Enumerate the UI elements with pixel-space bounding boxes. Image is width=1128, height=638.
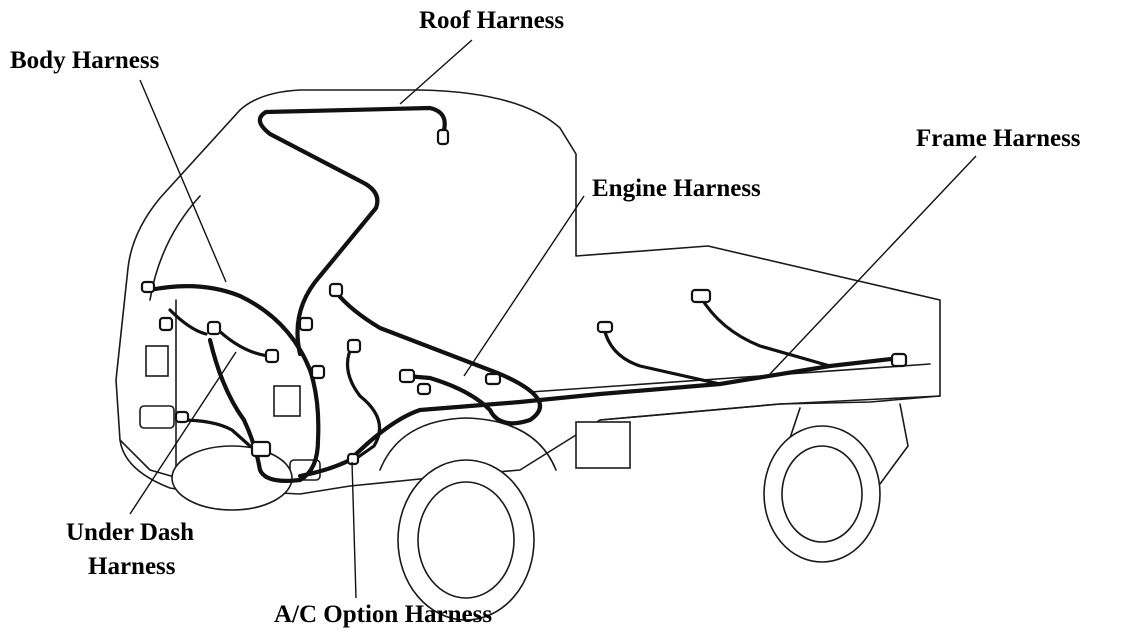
body-branch-2 (212, 324, 270, 358)
label-roof-harness: Roof Harness (419, 7, 564, 34)
bed-lower-edge (599, 395, 941, 421)
label-engine-harness: Engine Harness (592, 175, 761, 202)
connector (596, 320, 614, 334)
headlamp-left (139, 405, 175, 429)
connector (264, 348, 280, 364)
engine-harness-wire (333, 289, 542, 426)
bed-inner-edge (529, 363, 931, 393)
label-body-harness: Body Harness (10, 47, 160, 74)
connectors (140, 128, 908, 466)
front-bumper (119, 439, 241, 501)
front-wheel-left (171, 445, 293, 511)
connector (484, 372, 502, 386)
connector (174, 410, 190, 424)
rear-wheel-hub (781, 445, 863, 543)
body-harness-wire (147, 284, 321, 483)
wheels (171, 417, 881, 621)
label-under-dash-line2: Harness (88, 553, 176, 580)
battery-box (575, 421, 631, 469)
connector (398, 368, 416, 384)
connector (250, 440, 272, 458)
frame-branch-rear (698, 294, 832, 368)
ac-option-harness-wire (345, 344, 382, 462)
grille-lamp (145, 345, 169, 377)
body-branch-1 (168, 308, 208, 336)
frame-leader (769, 155, 977, 375)
connector (310, 364, 326, 380)
body-leader (139, 79, 227, 283)
frame-harness-wire (297, 355, 903, 479)
connector (890, 352, 908, 368)
frame-branch-mid (602, 326, 722, 386)
connector (346, 338, 362, 354)
leader-lines (129, 39, 977, 599)
front-fender (379, 417, 557, 471)
label-frame-harness: Frame Harness (916, 125, 1081, 152)
labels: Roof Harness Body Harness Frame Harness … (10, 7, 1081, 628)
side-marker (273, 385, 301, 417)
ac-option-leader (351, 461, 357, 599)
connector (158, 316, 174, 332)
connector (206, 320, 222, 336)
engine-leader (463, 195, 585, 377)
truck-outline (115, 89, 941, 501)
connector (346, 452, 360, 466)
label-under-dash-line1: Under Dash (66, 519, 194, 546)
under-dash-branch (178, 418, 252, 448)
roof-leader (399, 39, 473, 105)
roof-harness-wire (257, 105, 447, 357)
connector (690, 288, 712, 304)
label-ac-option-harness: A/C Option Harness (274, 601, 492, 628)
connector (436, 128, 450, 146)
under-dash-harness-wire (207, 337, 303, 483)
connector (298, 316, 314, 332)
connector (416, 382, 432, 396)
harness-wires (147, 105, 903, 483)
connector (328, 282, 344, 298)
front-wheel-right-hub (417, 481, 515, 599)
under-dash-leader (129, 351, 237, 515)
connector (140, 280, 156, 294)
